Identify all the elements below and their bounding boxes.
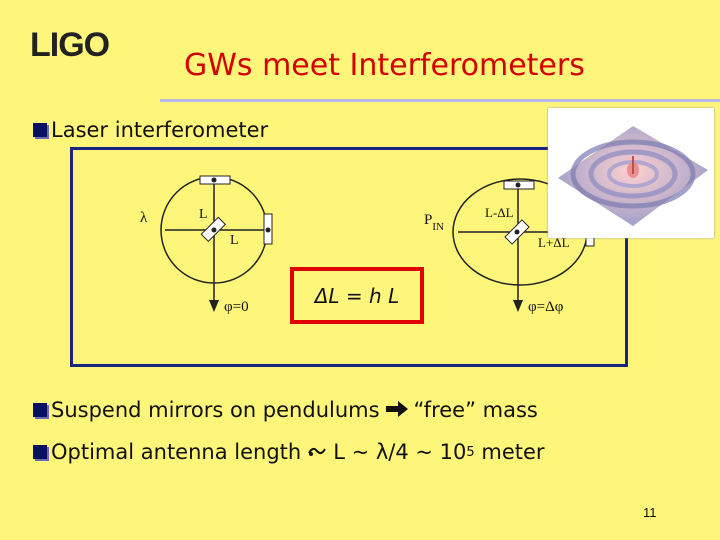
bullet-formula: L ~ λ/4 ~ 10 xyxy=(333,440,467,464)
left-output-arrow xyxy=(209,300,219,312)
gravitational-wave-image xyxy=(548,108,714,238)
implies-icon xyxy=(307,440,327,464)
bullet-text-before: Optimal antenna length xyxy=(51,440,302,464)
bullet-square-icon xyxy=(33,403,47,417)
bullet-suspend-mirrors: Suspend mirrors on pendulums “free” mass xyxy=(33,398,538,422)
bullet-square-icon xyxy=(33,445,47,459)
lambda-label: λ xyxy=(140,210,148,226)
right-phase-label: φ=Δφ xyxy=(528,299,564,315)
arrow-right-icon xyxy=(385,398,408,422)
exponent: 5 xyxy=(466,444,475,460)
left-interferometer: λ L L φ=0 xyxy=(140,175,273,315)
left-arm-label-vertical: L xyxy=(199,207,208,222)
bullet-laser-interferometer: Laser interferometer xyxy=(33,118,268,142)
bullet-square-icon xyxy=(33,123,47,137)
delta-l-formula: ΔL = h L xyxy=(314,283,400,308)
bullet-text-after: “free” mass xyxy=(413,398,538,422)
bullet-text: Laser interferometer xyxy=(51,118,269,142)
unit: meter xyxy=(481,440,545,464)
spiral-wave-icon xyxy=(558,126,708,226)
right-output-arrow xyxy=(513,300,523,312)
bullet-text-before: Suspend mirrors on pendulums xyxy=(51,398,380,422)
right-arm-label-vertical: L-ΔL xyxy=(485,205,514,220)
delta-l-formula-box: ΔL = h L xyxy=(290,267,424,324)
left-phase-label: φ=0 xyxy=(224,299,249,315)
title-divider xyxy=(160,99,720,102)
interferometer-diagram-frame xyxy=(70,147,628,367)
slide-title: GWs meet Interferometers xyxy=(184,48,585,83)
page-number: 11 xyxy=(643,505,657,520)
left-arm-label-horizontal: L xyxy=(230,233,239,248)
pin-label: PIN xyxy=(424,212,444,233)
ligo-logo: LIGO xyxy=(30,26,110,64)
right-arm-label-horizontal: L+ΔL xyxy=(538,235,570,250)
